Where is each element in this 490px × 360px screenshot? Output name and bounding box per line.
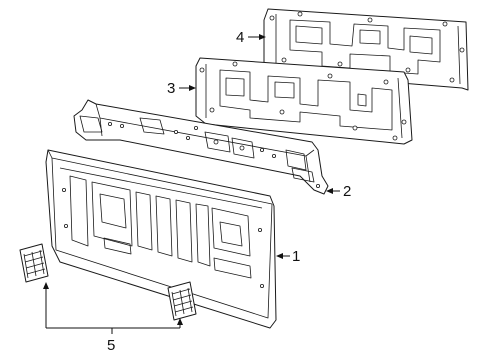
callout-3: 3 bbox=[167, 80, 175, 97]
part-3-lower-panel bbox=[195, 57, 413, 145]
part-5-vent-grille-right bbox=[167, 281, 197, 321]
leader-5 bbox=[43, 282, 183, 334]
leader-3 bbox=[179, 85, 196, 91]
callout-1: 1 bbox=[292, 248, 300, 265]
leader-4 bbox=[248, 34, 266, 40]
leader-1 bbox=[276, 253, 290, 259]
part-5-vent-grille-left bbox=[19, 243, 49, 283]
callout-2: 2 bbox=[343, 183, 351, 200]
callout-4: 4 bbox=[236, 29, 244, 46]
part-1-main-panel bbox=[45, 149, 277, 329]
callout-5: 5 bbox=[107, 337, 115, 354]
part-2-cross-member bbox=[73, 99, 329, 195]
leader-2 bbox=[326, 188, 340, 194]
